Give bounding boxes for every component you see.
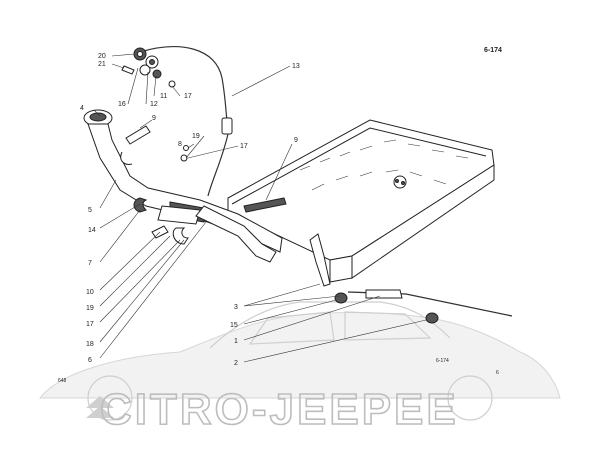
callout-18: 18 [86, 341, 94, 348]
callout-13: 13 [292, 63, 300, 70]
callout-21: 21 [98, 61, 106, 68]
figure-ref-left: 648 [58, 378, 67, 384]
callout-3: 3 [234, 304, 238, 311]
callout-16: 16 [118, 101, 126, 108]
callout-17-bottom: 17 [86, 321, 94, 328]
clamps-and-screws [133, 145, 331, 287]
figure-ref-small: 6 [496, 370, 499, 376]
figure-references: 6-174 6-174 6 648 [58, 47, 502, 384]
callout-labels: 20 21 16 12 11 17 13 4 9 8 19 17 9 5 14 … [80, 53, 300, 367]
figure-ref-bottom: 6-174 [436, 358, 449, 364]
small-parts-cluster [121, 47, 176, 88]
figure-ref-top: 6-174 [484, 47, 502, 54]
callout-19-bottom: 19 [86, 305, 94, 312]
breather-hose [139, 46, 233, 197]
callout-15: 15 [230, 322, 238, 329]
callout-1: 1 [234, 338, 238, 345]
callout-2: 2 [234, 360, 238, 367]
callout-17-top: 17 [184, 93, 192, 100]
callout-8: 8 [178, 141, 182, 148]
leader-lines [93, 53, 427, 363]
callout-20: 20 [98, 53, 106, 60]
filler-neck-assembly [83, 109, 283, 263]
watermark-text: CITRO-JEEPEE [100, 385, 459, 434]
fuel-tank [227, 119, 495, 283]
callout-17-mid: 17 [240, 143, 248, 150]
callout-12: 12 [150, 101, 158, 108]
callout-14: 14 [88, 227, 96, 234]
callout-11: 11 [160, 93, 167, 100]
callout-9-right: 9 [294, 137, 298, 144]
callout-9-left: 9 [152, 115, 156, 122]
callout-7: 7 [88, 260, 92, 267]
fuel-pipe [334, 289, 513, 324]
watermark: CITRO-JEEPEE [86, 384, 459, 435]
callout-10: 10 [86, 289, 94, 296]
callout-6: 6 [88, 357, 92, 364]
callout-19-top: 19 [192, 133, 200, 140]
callout-5: 5 [88, 207, 92, 214]
callout-4: 4 [80, 105, 84, 112]
